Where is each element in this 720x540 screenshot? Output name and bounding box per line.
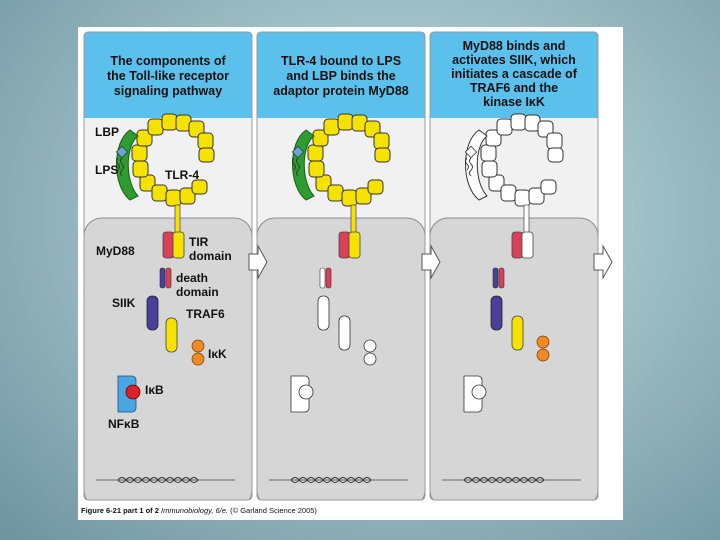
tlr4-transmembrane: [174, 204, 181, 234]
ikk-circle-bottom-p3: [536, 348, 550, 362]
panel-2-header-line-1: TLR-4 bound to LPS: [281, 54, 401, 68]
label-tlr4: TLR-4: [165, 168, 199, 182]
panel-3: [430, 32, 598, 500]
panel-1-molecules: [96, 113, 235, 483]
tlr4-receptor-p2: [307, 113, 391, 207]
death-domain-left-p2: [319, 267, 326, 289]
arrow-1-to-2: [248, 244, 268, 280]
label-myd88: MyD88: [96, 244, 135, 258]
figure-caption: Figure 6-21 part 1 of 2 Immunobiology, 6…: [81, 506, 621, 515]
ikk-circle-bottom-p2: [363, 352, 377, 366]
ikk-circle-top-p3: [536, 335, 550, 349]
ikb-inhibitor-p3: [471, 384, 487, 400]
tlr4-receptor-p3: [480, 113, 564, 207]
siik-kinase-p3: [490, 295, 503, 331]
arrow-3-out: [593, 244, 613, 280]
panel-3-header-bg: [430, 32, 598, 118]
caption-figure-number: Figure 6-21 part 1 of 2: [81, 506, 159, 515]
label-traf6: TRAF6: [186, 307, 225, 321]
traf6-protein-p2: [338, 315, 351, 351]
arrow-2-to-3: [421, 244, 441, 280]
tlr4-receptor: [131, 113, 215, 207]
lps-molecule: [115, 145, 129, 159]
lps-molecule-p3: [464, 145, 478, 159]
lps-molecule-p2: [291, 145, 305, 159]
death-domain-left: [159, 267, 166, 289]
death-domain-right: [165, 267, 172, 289]
myd88-tir-domain-p3: [511, 231, 524, 259]
panel-1-header-line-3: signaling pathway: [114, 84, 222, 98]
panel-1-cell: [84, 217, 252, 500]
label-siik: SIIK: [112, 296, 136, 310]
label-tir-1: TIR: [189, 235, 209, 249]
siik-kinase: [146, 295, 159, 331]
myd88-tir-domain: [162, 231, 175, 259]
panel-2-header-line-2: and LBP binds the: [286, 69, 396, 83]
panel-3-header-line-2: activates SIIK, which: [452, 53, 576, 67]
panel-1-header-line-1: The components of: [110, 54, 226, 68]
panel-1: [84, 32, 252, 500]
panel-2-header-line-3: adaptor protein MyD88: [273, 84, 408, 98]
panel-3-molecules: [442, 113, 581, 483]
ikk-circle-top-p2: [363, 339, 377, 353]
death-domain-right-p2: [325, 267, 332, 289]
label-lps: LPS: [95, 163, 118, 177]
traf6-protein: [165, 317, 178, 353]
label-ikk: IκK: [208, 347, 227, 361]
panel-3-cell: [430, 217, 598, 500]
caption-book-title: Immunobiology, 6/e.: [161, 506, 229, 515]
label-death-1: death: [176, 271, 208, 285]
panel-3-header-line-5: kinase IκK: [483, 95, 545, 109]
caption-credit: (© Garland Science 2005): [230, 506, 317, 515]
death-domain-right-p3: [498, 267, 505, 289]
panel-2: [257, 32, 425, 500]
panel-1-header-bg: [84, 32, 252, 118]
label-ikb: IκB: [145, 383, 164, 397]
myd88-tir-domain-p2: [338, 231, 351, 259]
lps-tail: [116, 157, 124, 177]
ikb-inhibitor: [125, 384, 141, 400]
panel-2-cell: [257, 217, 425, 500]
ikk-circle-top: [191, 339, 205, 353]
ikk-circle-bottom: [191, 352, 205, 366]
panel-3-header-line-4: TRAF6 and the: [470, 81, 558, 95]
traf6-protein-p3: [511, 315, 524, 351]
label-tir-2: domain: [189, 249, 232, 263]
label-nfkb: NFκB: [108, 417, 140, 431]
label-death-2: domain: [176, 285, 219, 299]
ikb-inhibitor-p2: [298, 384, 314, 400]
panel-2-molecules: [269, 113, 408, 483]
label-lbp: LBP: [95, 125, 119, 139]
panel-3-header-line-3: initiates a cascade of: [451, 67, 578, 81]
panel-1-header-line-2: the Toll-like receptor: [107, 69, 229, 83]
tlr4-tir-domain: [172, 231, 185, 259]
panel-3-header-line-1: MyD88 binds and: [463, 39, 566, 53]
tlr4-tir-domain-p2: [348, 231, 361, 259]
panel-2-header-bg: [257, 32, 425, 118]
siik-kinase-p2: [317, 295, 330, 331]
death-domain-left-p3: [492, 267, 499, 289]
tlr4-tir-domain-p3: [521, 231, 534, 259]
